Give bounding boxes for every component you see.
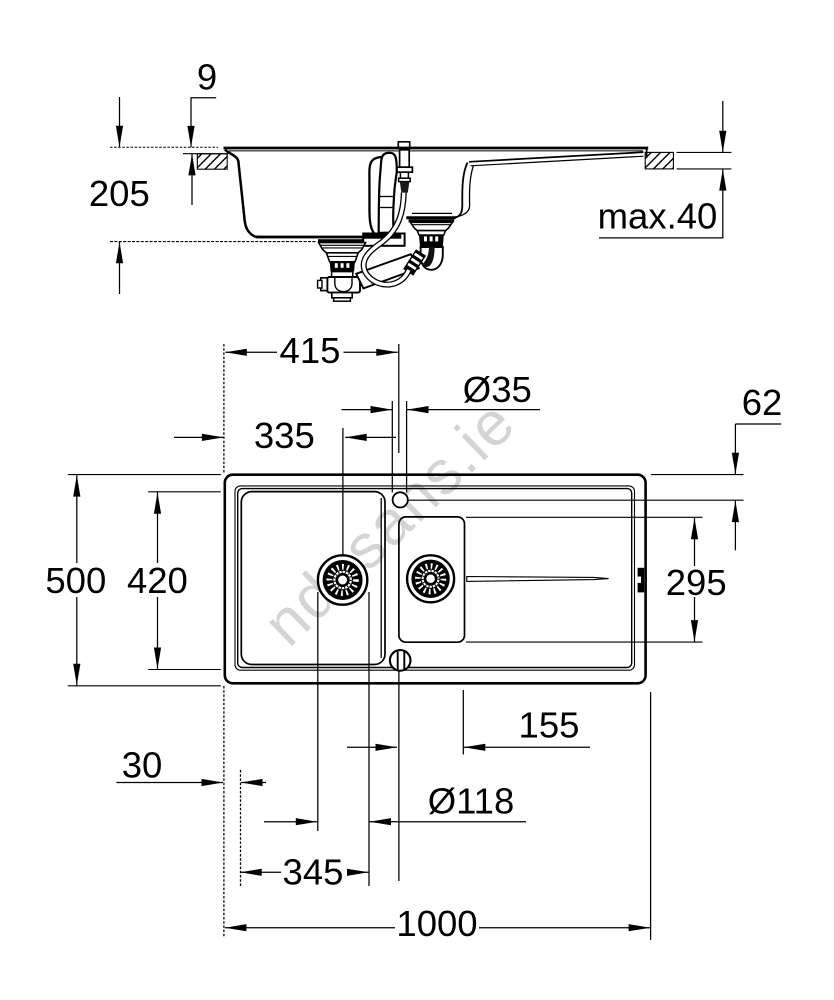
svg-text:Ø35: Ø35 [463,369,532,410]
svg-text:Ø118: Ø118 [428,780,515,821]
svg-text:500: 500 [45,560,106,601]
svg-text:205: 205 [89,173,150,214]
svg-text:415: 415 [280,330,341,371]
svg-text:295: 295 [666,562,727,603]
svg-text:62: 62 [742,382,783,423]
svg-text:420: 420 [127,560,188,601]
svg-text:335: 335 [254,415,315,456]
svg-text:9: 9 [197,56,217,97]
svg-text:max.40: max.40 [598,195,718,236]
svg-text:30: 30 [122,745,163,786]
svg-text:155: 155 [519,705,580,746]
svg-text:1000: 1000 [396,903,477,944]
svg-text:345: 345 [283,851,344,892]
